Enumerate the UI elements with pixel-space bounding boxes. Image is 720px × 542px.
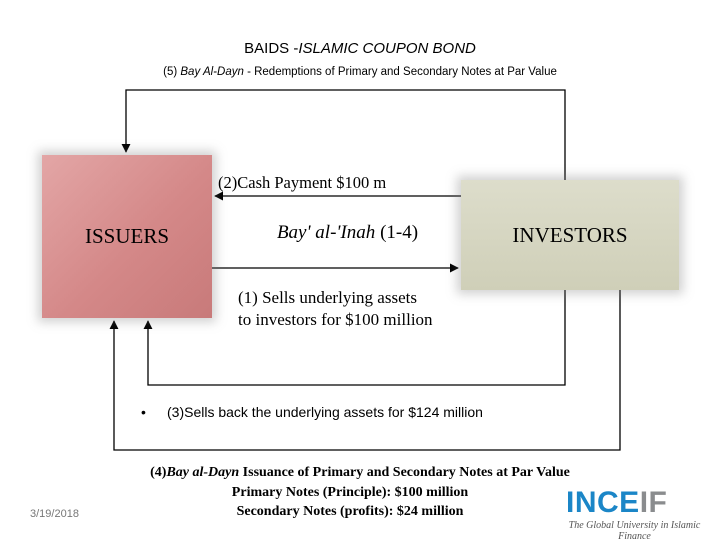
page-title: BAIDS -ISLAMIC COUPON BOND <box>0 40 720 57</box>
subtitle-prefix: (5) <box>163 66 181 78</box>
investors-label: INVESTORS <box>512 222 628 247</box>
bay-rest: (1-4) <box>375 222 419 243</box>
redemption-arrow <box>121 89 566 180</box>
bay-al-inah-label: Bay' al-'Inah (1-4) <box>230 222 465 244</box>
subtitle-rest: - Redemptions of Primary and Secondary N… <box>243 66 557 78</box>
issuance-rest: Issuance of Primary and Secondary Notes … <box>239 465 570 480</box>
issuance-prefix: (4) <box>150 465 167 480</box>
subtitle-italic: Bay Al-Dayn <box>180 66 244 78</box>
logo-word-a: INCE <box>566 486 640 519</box>
slide-date: 3/19/2018 <box>30 508 79 520</box>
investors-box: INVESTORS <box>461 180 679 290</box>
sells-line-1: (1) Sells underlying assets <box>238 288 417 307</box>
issuers-label: ISSUERS <box>84 224 170 248</box>
sells-back-text: (3)Sells back the underlying assets for … <box>167 404 483 420</box>
issuance-italic: Bay al-Dayn <box>166 465 240 480</box>
title-italic: ISLAMIC COUPON BOND <box>298 40 476 57</box>
issuance-arrow <box>109 290 621 451</box>
sells-line-2: to investors for $100 million <box>238 310 433 329</box>
sells-back-label: • (3)Sells back the underlying assets fo… <box>141 403 485 422</box>
logo-wordmark: INCEIF <box>566 486 667 520</box>
page-subtitle: (5) Bay Al-Dayn - Redemptions of Primary… <box>0 66 720 78</box>
sells-back-arrow <box>143 290 566 386</box>
sells-assets-label: (1) Sells underlying assets to investors… <box>238 287 433 331</box>
primary-notes-label: Primary Notes (Principle): $100 million <box>231 485 469 500</box>
title-prefix: BAIDS - <box>244 40 299 57</box>
secondary-notes-label: Secondary Notes (profits): $24 million <box>236 504 464 519</box>
issuance-label: (4)Bay al-Dayn Issuance of Primary and S… <box>0 465 720 481</box>
logo-tagline: The Global University in Islamic Finance <box>568 520 701 542</box>
bay-italic: Bay' al-'Inah <box>276 222 376 243</box>
inceif-logo: INCEIF The Global University in Islamic … <box>552 484 717 542</box>
bullet-icon: • <box>141 404 146 420</box>
issuers-box: ISSUERS <box>42 155 212 318</box>
cash-payment-label: (2)Cash Payment $100 m <box>218 173 387 192</box>
logo-word-b: IF <box>639 486 668 519</box>
